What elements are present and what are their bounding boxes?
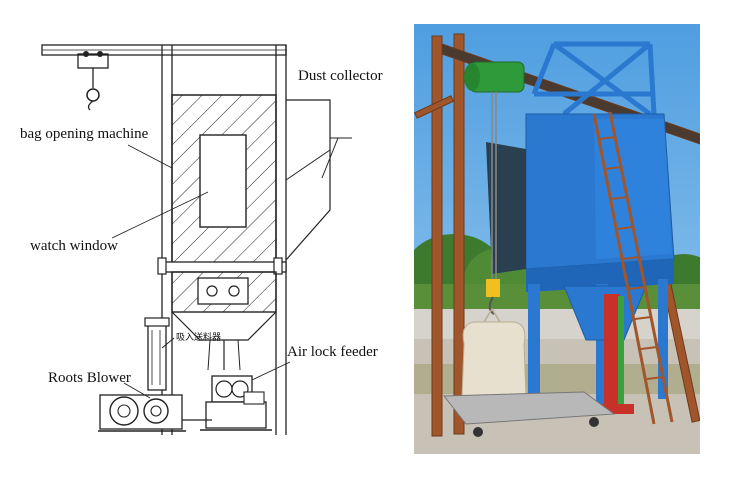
bag-opening-machine-body	[171, 94, 277, 266]
label-bag-opening-machine: bag opening machine	[20, 126, 149, 142]
label-watch-window: watch window	[30, 238, 118, 254]
pallet-stacker	[594, 294, 634, 414]
hoist-hook	[77, 51, 109, 111]
label-dust-collector: Dust collector	[298, 68, 383, 84]
roots-blower-shape	[98, 317, 205, 432]
photo-svg	[414, 24, 700, 454]
hopper-section	[171, 271, 277, 371]
ladder	[592, 111, 674, 425]
label-air-lock-feeder: Air lock feeder	[287, 344, 378, 360]
leader-lines	[111, 144, 291, 399]
label-roots-blower: Roots Blower	[48, 370, 131, 386]
bulk-bag	[461, 307, 527, 401]
electric-hoist	[464, 61, 525, 315]
machine-photo	[414, 24, 700, 454]
cart-platform	[442, 391, 616, 437]
air-lock-feeder-shape	[200, 375, 272, 431]
dust-collector-shape	[285, 99, 352, 261]
label-chinese-tag: 吸入送料器	[176, 332, 222, 342]
watch-window-shape	[199, 134, 247, 228]
